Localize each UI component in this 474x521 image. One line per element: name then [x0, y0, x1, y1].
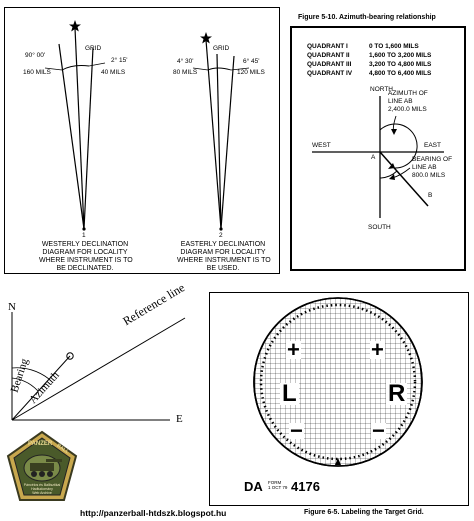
- azimuth-bearing-drawing: [312, 96, 444, 218]
- east-mils-right: 120 MILS: [237, 69, 265, 76]
- east-grid-label: GRID: [213, 45, 230, 52]
- west-mils-left: 160 MILS: [23, 69, 51, 76]
- point-b-label: B: [428, 192, 433, 199]
- plus-top-right: +: [370, 337, 385, 362]
- west-mils-right: 40 MILS: [101, 69, 126, 76]
- target-grid-caption: Figure 6-5. Labeling the Target Grid.: [304, 509, 424, 516]
- east-top-left-angle: 4° 30': [177, 58, 194, 65]
- west-caption: WESTERLY DECLINATION DIAGRAM FOR LOCALIT…: [39, 241, 133, 272]
- n-label: N: [8, 301, 16, 313]
- west-label: WEST: [312, 142, 331, 149]
- west-diagram-lines: [44, 27, 106, 230]
- north-label: NORTH: [370, 86, 393, 93]
- e-label: E: [176, 413, 183, 425]
- west-grid-label: GRID: [85, 45, 102, 52]
- reference-line-diagram: [11, 312, 186, 421]
- east-diagram-lines: [192, 39, 250, 230]
- footer-url-link[interactable]: http://panzerball-htdszk.blogspot.hu: [80, 508, 227, 518]
- east-mils-left: 80 MILS: [173, 69, 198, 76]
- south-label: SOUTH: [368, 224, 391, 231]
- panzerball-logo-icon: [6, 430, 78, 501]
- east-number: 2: [219, 232, 223, 239]
- logo-top-text: PANZER: [28, 441, 53, 447]
- east-caption: EASTERLY DECLINATION DIAGRAM FOR LOCALIT…: [177, 241, 271, 272]
- panzerball-logo: PANZER BALL Páncélos és Ballisztikai Had…: [6, 430, 78, 504]
- declination-panel: GRID 90° 00' 2° 15' 160 MILS 40 MILS 1 W…: [4, 7, 280, 274]
- target-grid-panel: + + L R − − DA FORM 1 OCT 79 4176: [209, 292, 469, 506]
- azimuth-figure-title: Figure 5-10. Azimuth-bearing relationshi…: [298, 14, 436, 21]
- east-label: EAST: [424, 142, 441, 149]
- west-top-left-angle: 90° 00': [25, 52, 46, 59]
- logo-bottom-text: Páncélos és Ballisztikai Hadtudomány Web…: [23, 483, 61, 495]
- declination-lines: [44, 20, 250, 231]
- west-top-right-angle: 2° 15': [111, 57, 128, 64]
- plus-top-left: +: [286, 337, 301, 362]
- target-grid-drawing: [253, 297, 423, 467]
- west-number: 1: [82, 232, 86, 239]
- east-top-right-angle: 6° 45': [243, 58, 260, 65]
- form-da-label: DA: [244, 479, 263, 494]
- west-star-icon: [69, 20, 81, 32]
- bearing-of-line-label: BEARING OF LINE AB 800.0 MILS: [412, 156, 453, 179]
- form-small-label: FORM 1 OCT 79: [268, 480, 288, 490]
- azimuth-of-line-label: AZIMUTH OF LINE AB 2,400.0 MILS: [388, 90, 428, 113]
- point-a-label: A: [371, 154, 376, 161]
- letter-r: R: [386, 380, 408, 407]
- minus-bottom-right: −: [371, 418, 386, 443]
- east-star-icon: [200, 32, 212, 44]
- minus-bottom-left: −: [289, 418, 304, 443]
- form-number: 4176: [291, 479, 320, 494]
- letter-l: L: [280, 380, 299, 407]
